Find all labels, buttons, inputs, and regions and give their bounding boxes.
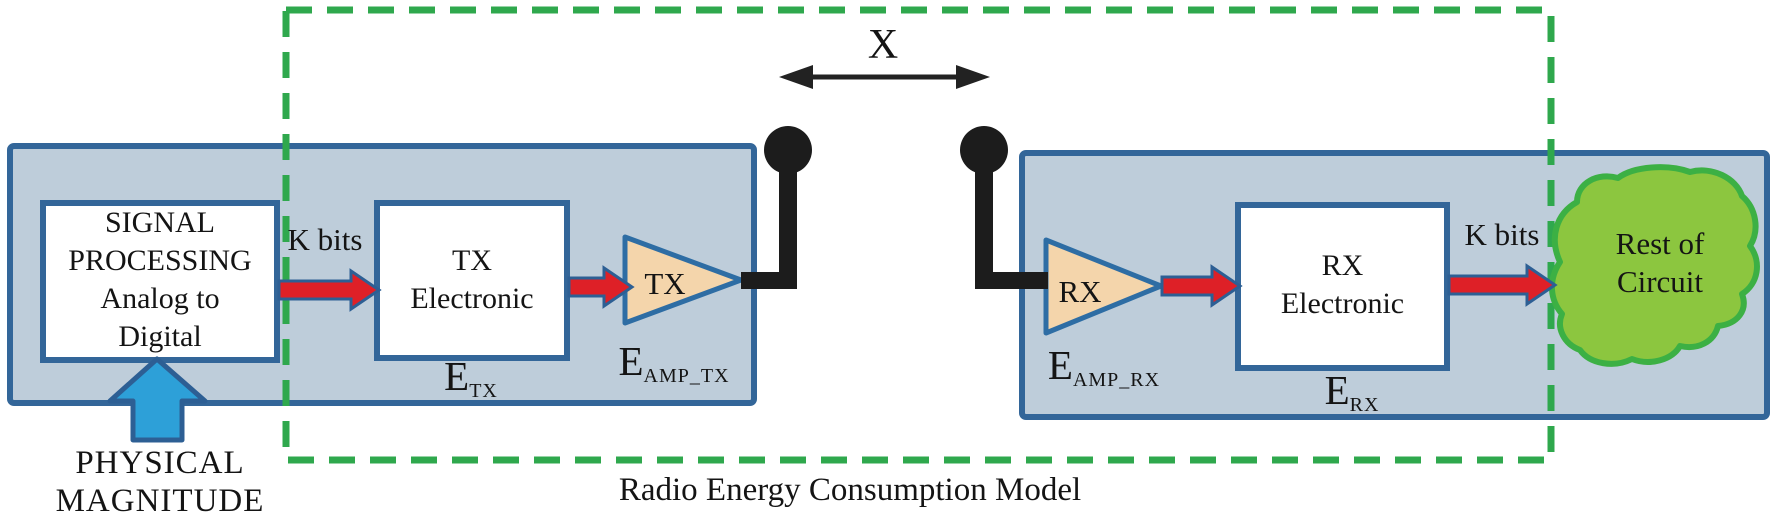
e-amp-rx-base: E	[1047, 342, 1073, 388]
e-amp-tx-base: E	[618, 338, 644, 384]
e-amp-tx-sub: AMP_TX	[643, 365, 730, 387]
e-amp-rx-label: EAMP_RX	[1024, 342, 1184, 391]
distance-label: X	[867, 22, 899, 68]
arrow-rxelectronic-to-rest	[1447, 263, 1558, 307]
tx-electronic-box	[374, 200, 570, 361]
tx-amplifier-triangle	[622, 234, 744, 326]
rx-amplifier-label: RX	[1058, 274, 1102, 309]
e-tx-base: E	[444, 353, 470, 399]
physical-magnitude-label: PHYSICAL MAGNITUDE	[55, 445, 265, 519]
rx-electronic-label: RX Electronic	[1280, 249, 1405, 320]
e-tx-sub: TX	[469, 380, 498, 402]
tx-amplifier-label: TX	[644, 266, 686, 301]
arrow-sp-to-txelectronic	[277, 268, 382, 312]
rest-of-circuit-label: Rest of Circuit	[1615, 226, 1705, 299]
rx-electronic-box	[1235, 202, 1450, 371]
signal-processing-label: SIGNAL PROCESSING Analog to Digital	[68, 206, 252, 353]
rx-kbits-label: K bits	[1464, 217, 1540, 252]
e-rx-sub: RX	[1349, 394, 1380, 416]
physical-magnitude-arrow	[107, 356, 208, 443]
rest-of-circuit-blob	[1549, 164, 1760, 367]
radio-model-boundary	[282, 6, 1555, 464]
rx-antenna-icon	[960, 126, 1048, 289]
e-rx-base: E	[1324, 367, 1350, 413]
tx-electronic-label: TX Electronic	[410, 244, 534, 315]
e-amp-tx-label: EAMP_TX	[594, 338, 754, 387]
tx-antenna-icon	[741, 126, 812, 289]
e-amp-rx-sub: AMP_RX	[1072, 369, 1161, 391]
diagram-caption: Radio Energy Consumption Model	[618, 472, 1082, 508]
tx-kbits-label: K bits	[287, 222, 363, 257]
distance-arrow	[779, 65, 990, 89]
e-tx-label: ETX	[411, 353, 531, 402]
arrow-txelectronic-to-amp	[567, 265, 635, 309]
arrow-rxamp-to-rxelectronic	[1160, 264, 1243, 308]
e-rx-label: ERX	[1292, 367, 1412, 416]
